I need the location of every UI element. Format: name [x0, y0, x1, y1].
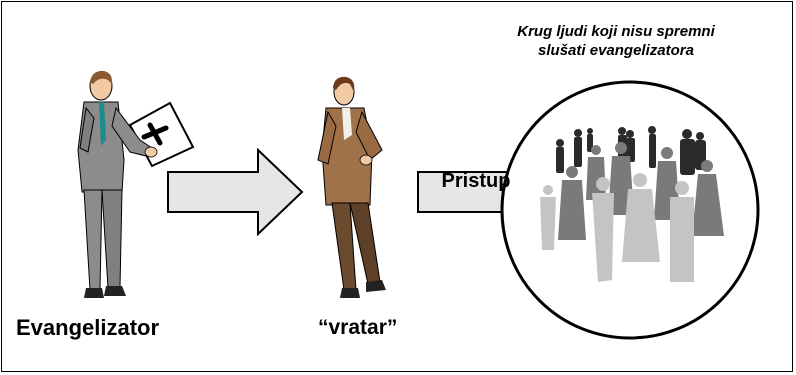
cross-icon	[141, 122, 169, 146]
crowd-caption-line1: Krug ljudi koji nisu spremni	[517, 23, 715, 40]
vratar-label: “vratar”	[318, 316, 398, 339]
crowd-group	[540, 126, 724, 282]
crowd-caption-line2: slušati evangelizatora	[538, 42, 694, 59]
arrow-evangelizator-to-vratar	[167, 147, 304, 237]
crowd-caption: Krug ljudi koji nisu spremni slušati eva…	[466, 22, 766, 60]
sign-board	[128, 101, 195, 168]
evangelizator-figure	[77, 70, 195, 298]
evangelizator-label: Evangelizator	[16, 315, 160, 340]
pristup-label: Pristup	[441, 170, 511, 192]
vratar-figure	[317, 76, 386, 298]
